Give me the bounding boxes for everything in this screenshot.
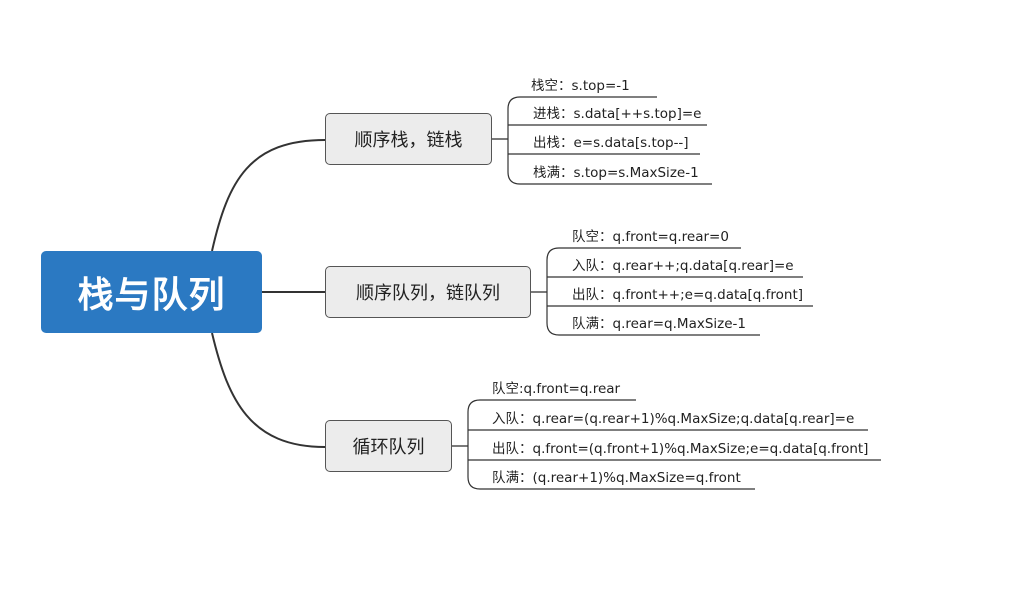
leaf-queue-full[interactable]: 队满：q.rear=q.MaxSize-1: [572, 316, 746, 332]
leaf-stack-full[interactable]: 栈满：s.top=s.MaxSize-1: [533, 165, 699, 181]
leaf-circular-dequeue[interactable]: 出队：q.front=(q.front+1)%q.MaxSize;e=q.dat…: [492, 441, 869, 457]
branch-sequential-linked-stack[interactable]: 顺序栈，链栈: [325, 113, 492, 165]
leaf-circular-empty[interactable]: 队空:q.front=q.rear: [492, 381, 621, 397]
leaf-queue-dequeue[interactable]: 出队：q.front++;e=q.data[q.front]: [572, 287, 804, 303]
leaf-stack-pop[interactable]: 出栈：e=s.data[s.top--]: [533, 135, 689, 151]
root-topic[interactable]: 栈与队列: [41, 251, 262, 333]
leaf-circular-full[interactable]: 队满：(q.rear+1)%q.MaxSize=q.front: [492, 470, 741, 486]
branch-circular-queue[interactable]: 循环队列: [325, 420, 452, 472]
connector-root-branch-3: [211, 332, 326, 448]
leaf-stack-empty[interactable]: 栈空：s.top=-1: [531, 78, 630, 94]
leaf-stack-push[interactable]: 进栈：s.data[++s.top]=e: [533, 106, 702, 122]
leaf-queue-enqueue[interactable]: 入队：q.rear++;q.data[q.rear]=e: [572, 258, 794, 274]
leaf-circular-enqueue[interactable]: 入队：q.rear=(q.rear+1)%q.MaxSize;q.data[q.…: [492, 411, 855, 427]
leaf-queue-empty[interactable]: 队空：q.front=q.rear=0: [572, 229, 729, 245]
branch-sequential-linked-queue[interactable]: 顺序队列，链队列: [325, 266, 531, 318]
connector-root-branch-1: [211, 139, 326, 252]
